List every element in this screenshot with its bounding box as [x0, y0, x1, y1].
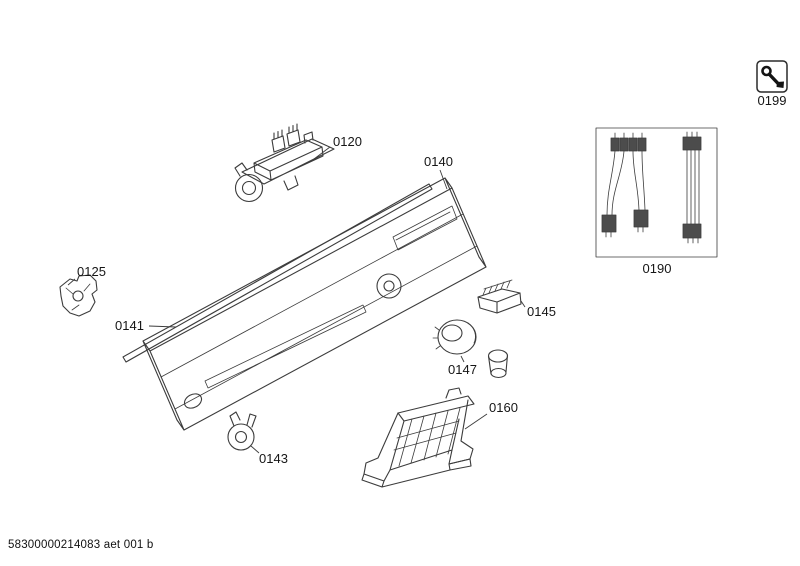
part-control-module	[234, 123, 335, 203]
leader-line-0160	[464, 413, 488, 430]
part-label-0140: 0140	[424, 154, 453, 169]
special-tool-symbol	[756, 60, 788, 93]
part-label-0199: 0199	[758, 93, 787, 108]
part-control-panel	[142, 177, 487, 431]
part-support-bracket	[361, 387, 475, 488]
part-label-0145: 0145	[527, 304, 556, 319]
part-switch	[477, 279, 522, 314]
wrench-icon	[761, 65, 784, 88]
part-label-0160: 0160	[489, 400, 518, 415]
part-label-0143: 0143	[259, 451, 288, 466]
part-rotary-knob	[432, 319, 509, 379]
part-fastening-clip	[59, 274, 98, 317]
part-label-0120: 0120	[333, 134, 362, 149]
part-trim-strip	[122, 183, 433, 363]
leader-line-0141	[148, 325, 177, 328]
part-label-0141: 0141	[115, 318, 144, 333]
part-push-button	[227, 411, 257, 451]
leader-line-0147	[460, 355, 465, 363]
document-code: 58300000214083 aet 001 b	[8, 539, 154, 551]
part-label-0125: 0125	[77, 264, 106, 279]
part-label-0190: 0190	[643, 261, 672, 276]
cable-set-frame	[595, 127, 718, 258]
part-cable-set	[595, 127, 718, 258]
leader-line-0143	[250, 445, 260, 454]
part-label-0147: 0147	[448, 362, 477, 377]
leader-line-0125	[67, 278, 76, 286]
leader-line-0120	[313, 146, 331, 160]
leader-line-0145	[520, 300, 526, 308]
tool-symbol-frame	[756, 60, 788, 93]
leader-line-0140	[439, 169, 448, 190]
